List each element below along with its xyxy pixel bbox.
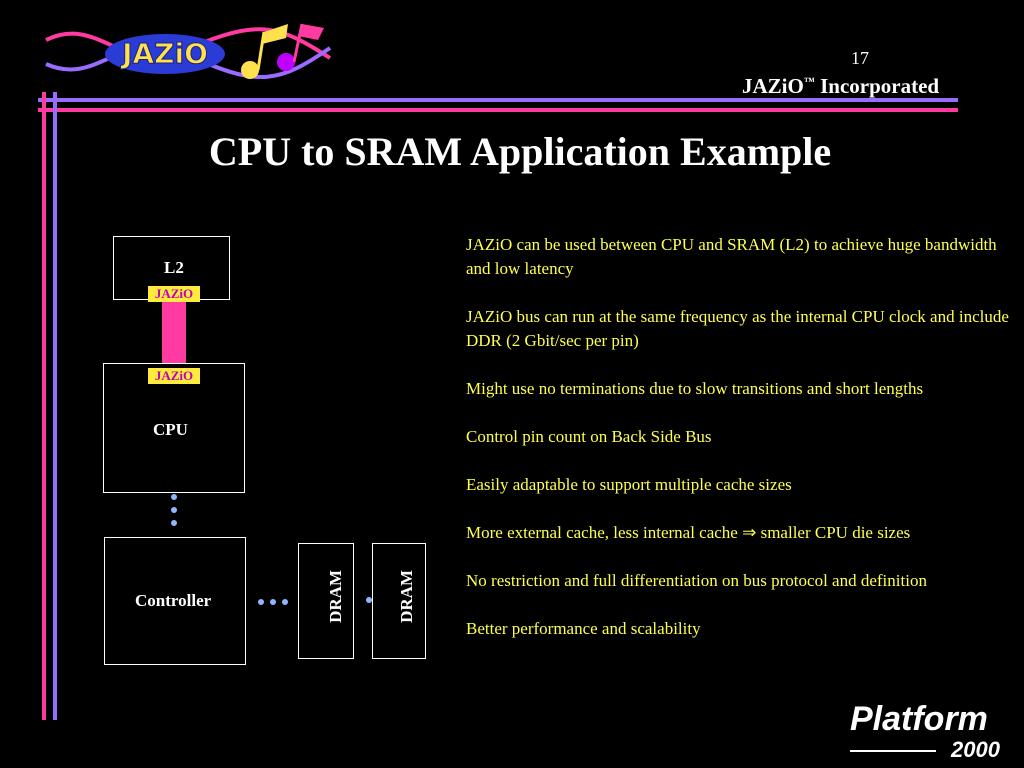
jazio-tag-top: JAZiO xyxy=(148,286,200,302)
cpu-label: CPU xyxy=(153,420,188,439)
feature-item: JAZiO can be used between CPU and SRAM (… xyxy=(466,235,997,278)
dram-separator-dot xyxy=(366,597,372,603)
vertical-dot-2 xyxy=(171,507,177,513)
controller-box xyxy=(104,537,246,665)
platform-text: Platform xyxy=(850,700,988,738)
horizontal-dot-1 xyxy=(258,599,264,605)
frame-line-top-pink xyxy=(38,108,958,112)
feature-item: No restriction and full differentiation … xyxy=(466,571,927,590)
feature-item: JAZiO bus can run at the same frequency … xyxy=(466,307,1009,350)
platform-2000-logo: Platform 2000 xyxy=(850,700,1010,762)
feature-item: Better performance and scalability xyxy=(466,619,701,638)
controller-label: Controller xyxy=(135,591,212,610)
company-name-main: JAZiO xyxy=(742,74,804,98)
platform-year: 2000 xyxy=(951,737,1000,762)
frame-line-top-purple xyxy=(38,98,958,102)
horizontal-dot-2 xyxy=(270,599,276,605)
dram-box-1 xyxy=(298,543,354,659)
dram-label-1: DRAM xyxy=(326,570,345,623)
slide-title: CPU to SRAM Application Example xyxy=(208,129,832,174)
l2-label: L2 xyxy=(164,258,184,277)
frame-line-left-pink xyxy=(42,92,46,720)
company-name: JAZiO™ Incorporated xyxy=(742,74,939,99)
horizontal-dot-3 xyxy=(282,599,288,605)
dram-label-2: DRAM xyxy=(397,570,416,623)
platform-rule xyxy=(850,750,936,752)
jazio-bus xyxy=(162,302,186,364)
vertical-dot-1 xyxy=(171,494,177,500)
feature-list: JAZiO can be used between CPU and SRAM (… xyxy=(466,233,1014,665)
dram-box-2 xyxy=(372,543,426,659)
feature-item: Might use no terminations due to slow tr… xyxy=(466,379,924,398)
company-name-suffix: Incorporated xyxy=(814,74,940,98)
frame-line-left-purple xyxy=(53,92,57,720)
jazio-logo: JAZiO xyxy=(40,18,340,88)
feature-item: Easily adaptable to support multiple cac… xyxy=(466,475,792,494)
logo-text: JAZiO xyxy=(120,37,208,70)
jazio-tag-bottom: JAZiO xyxy=(148,368,200,384)
trademark-symbol: ™ xyxy=(803,76,815,88)
feature-item: More external cache, less internal cache… xyxy=(466,523,911,542)
vertical-dot-3 xyxy=(171,520,177,526)
feature-item: Control pin count on Back Side Bus xyxy=(466,427,712,446)
cpu-box xyxy=(103,363,245,493)
page-number: 17 xyxy=(851,48,869,68)
